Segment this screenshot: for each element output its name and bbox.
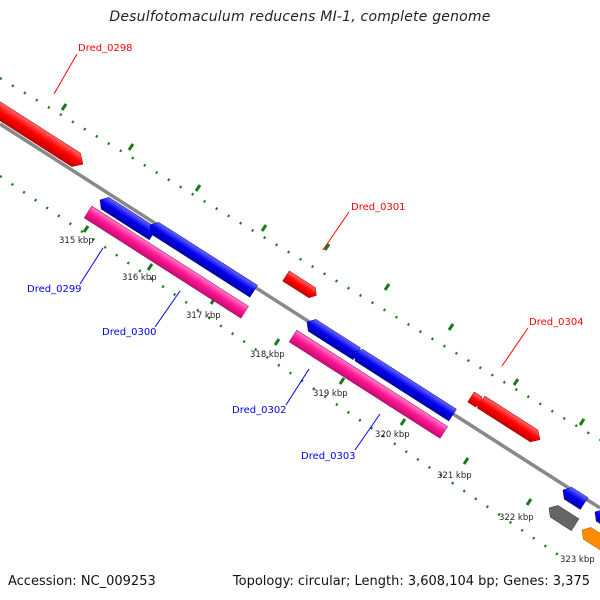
inner-tick-track [0,174,561,558]
feature-orange[interactable] [578,524,600,563]
outer-major-ticks [60,103,586,426]
tick-label-319: 319 kbp [313,389,348,399]
inner-major-ticks [82,225,596,541]
label-dred-0298[interactable]: Dred_0298 [78,43,133,54]
label-dred-0302[interactable]: Dred_0302 [232,405,287,416]
tick-label-317: 317 kbp [186,311,221,321]
outer-tick-track [0,76,600,442]
accession-text: Accession: NC_009253 [8,574,156,589]
feature-grey[interactable] [545,502,580,531]
tick-label-316: 316 kbp [122,273,157,283]
tick-label-323: 323 kbp [560,555,595,565]
tick-label-320: 320 kbp [375,430,410,440]
map-title: Desulfotomaculum reducens MI-1, complete… [109,9,491,25]
label-dred-0301[interactable]: Dred_0301 [351,202,406,213]
genome-backbone [0,122,600,510]
gene-dred-0304[interactable] [476,395,544,446]
tick-label-321: 321 kbp [437,471,472,481]
genome-summary-text: Topology: circular; Length: 3,608,104 bp… [232,574,590,589]
label-dred-0300[interactable]: Dred_0300 [102,327,157,338]
label-leaders [53,53,529,451]
tick-label-322: 322 kbp [499,513,534,523]
label-dred-0299[interactable]: Dred_0299 [27,284,82,295]
gene-dred-0298[interactable] [0,92,87,171]
tick-label-318: 318 kbp [250,350,285,360]
feature-pink-1[interactable] [83,205,249,319]
gene-dred-0300[interactable] [146,219,258,298]
gene-unlabeled-blue-2[interactable] [591,506,600,532]
label-dred-0304[interactable]: Dred_0304 [529,317,584,328]
tick-label-315: 315 kbp [59,236,94,246]
gene-unlabeled-blue-1[interactable] [559,484,589,510]
label-dred-0303[interactable]: Dred_0303 [301,451,356,462]
feature-pink-2[interactable] [288,329,448,439]
gene-dred-0303[interactable] [350,346,457,422]
gene-dred-0301[interactable] [282,270,320,301]
